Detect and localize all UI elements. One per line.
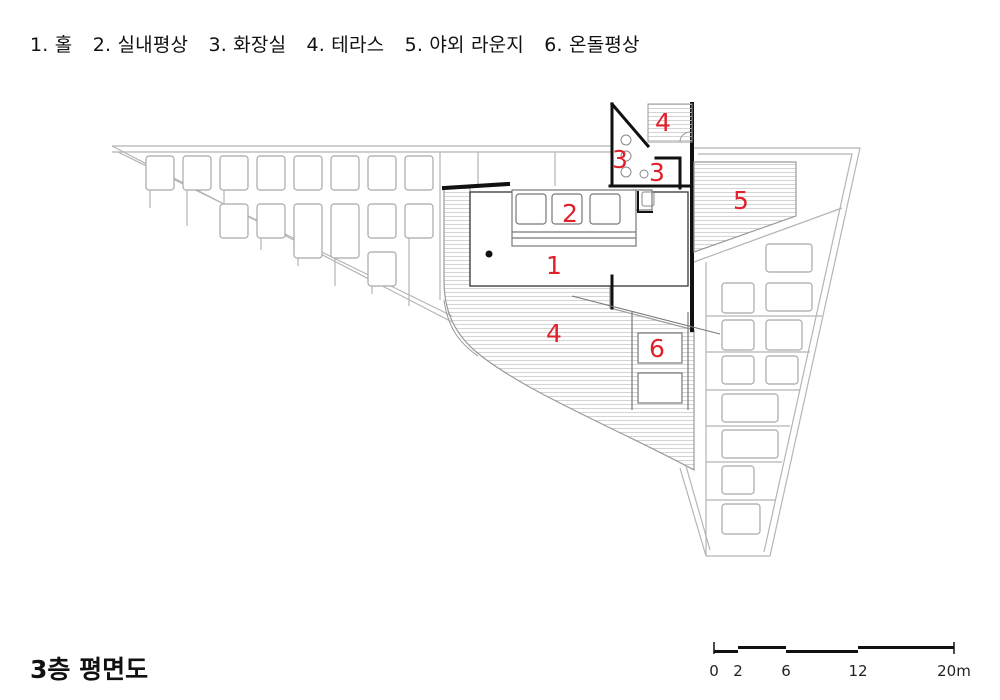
label-indoor-pyeongsang: 2 — [562, 199, 578, 228]
legend-item-hall: 1. 홀 — [30, 34, 73, 56]
label-restroom-a: 3 — [612, 145, 628, 174]
label-hall: 1 — [546, 251, 562, 280]
scale-tick-2: 2 — [733, 662, 743, 680]
right-wing-partitions — [706, 315, 822, 501]
walls — [441, 101, 694, 332]
indoor-pyeongsang-platforms — [511, 189, 653, 247]
outdoor-lounge — [693, 161, 797, 253]
legend: 1. 홀 2. 실내평상 3. 화장실 4. 테라스 5. 야외 라운지 6. … — [30, 30, 654, 57]
restroom-fixtures — [620, 134, 655, 207]
scale-bar: 0 2 6 12 20m — [709, 642, 971, 680]
section-line — [571, 295, 721, 335]
scale-tick-6: 6 — [781, 662, 791, 680]
terrace-top — [647, 103, 693, 143]
right-wing — [679, 147, 861, 557]
left-wing-tables — [145, 155, 434, 287]
legend-item-terrace: 4. 테라스 — [306, 34, 385, 56]
left-wing-partitions — [149, 190, 410, 306]
label-outdoor-lounge: 5 — [733, 186, 749, 215]
legend-item-indoor-pyeongsang: 2. 실내평상 — [92, 34, 189, 56]
label-ondol-pyeongsang: 6 — [649, 334, 665, 363]
label-restroom-b: 3 — [649, 158, 665, 187]
label-terrace-top: 4 — [655, 108, 671, 137]
ondol-pyeongsang-platforms — [631, 312, 689, 410]
plan-title: 3층 평면도 — [30, 655, 149, 684]
label-terrace-main: 4 — [546, 319, 562, 348]
legend-item-outdoor-lounge: 5. 야외 라운지 — [404, 34, 524, 56]
scale-tick-20m: 20m — [937, 662, 971, 680]
scale-tick-12: 12 — [848, 662, 867, 680]
scale-tick-0: 0 — [709, 662, 719, 680]
room-labels: 2 1 3 3 4 4 5 6 — [546, 108, 749, 363]
column-marker — [485, 250, 493, 258]
legend-item-restroom: 3. 화장실 — [208, 34, 287, 56]
legend-item-ondol-pyeongsang: 6. 온돌평상 — [544, 34, 640, 56]
right-wing-tables — [721, 243, 813, 535]
